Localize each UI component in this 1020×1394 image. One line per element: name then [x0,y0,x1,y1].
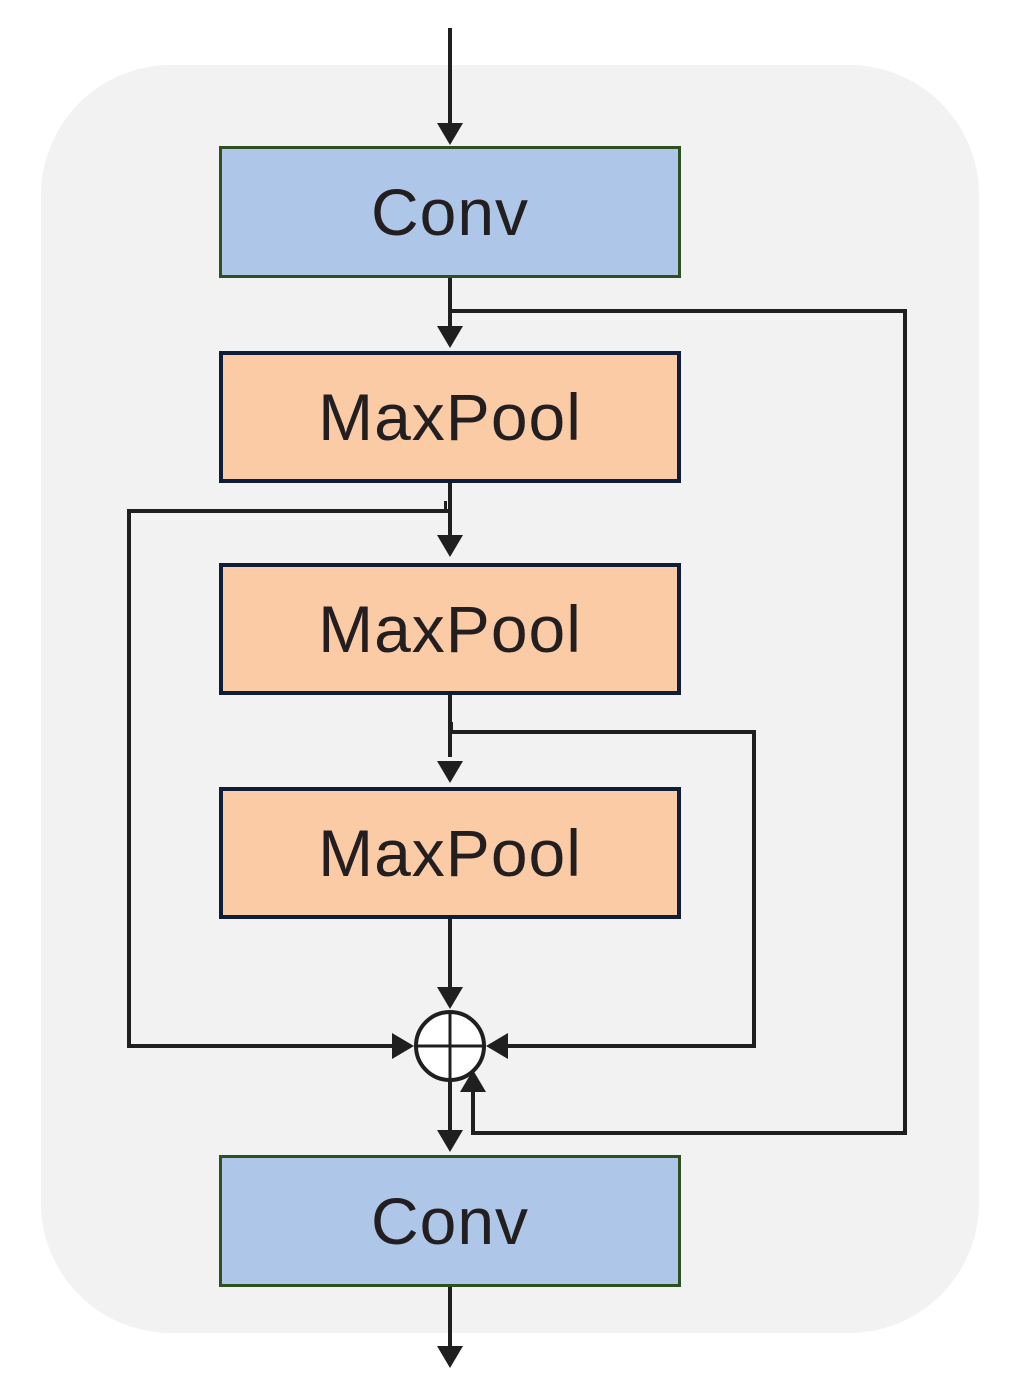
edge-mp3-out-line [448,919,452,995]
node-conv-top: Conv [219,146,681,278]
edge-skip-left-into-line [127,1044,394,1048]
edge-skip-inner-stub [450,722,453,731]
arrowhead-left-icon [486,1033,508,1059]
node-conv-top-label: Conv [370,175,530,249]
edge-skip-outer-up-line [471,1090,475,1135]
edge-conv1-out-line [448,277,452,333]
node-maxpool-3-label: MaxPool [318,816,582,890]
arrowhead-down-icon [437,326,463,348]
arrowhead-down-icon [437,761,463,783]
edge-skip-outer-bottom-line [471,1131,907,1135]
edge-skip-left-top-line [127,509,450,513]
arrowhead-down-icon [437,987,463,1009]
node-maxpool-1-label: MaxPool [318,380,582,454]
arrowhead-down-icon [437,535,463,557]
circle-plus-concat-icon [414,1010,486,1082]
node-maxpool-2: MaxPool [219,563,681,695]
concat-plus-horizontal [418,1044,482,1048]
node-maxpool-2-label: MaxPool [318,592,582,666]
edge-skip-inner-into-line [504,1044,756,1048]
edge-skip-left-side-line [127,509,131,1046]
edge-skip-inner-top-line [450,730,756,734]
edge-concat-out-line [448,1080,452,1134]
edge-skip-outer-right-line [903,309,907,1135]
node-conv-bottom-label: Conv [370,1184,530,1258]
node-maxpool-3: MaxPool [219,787,681,919]
edge-input-line [448,28,452,128]
edge-output-line [448,1286,452,1346]
arrowhead-right-icon [392,1033,414,1059]
arrowhead-down-icon [437,1130,463,1152]
edge-skip-outer-top-line [450,309,907,313]
edge-mp1-out-line [448,483,452,541]
arrowhead-down-icon [437,123,463,145]
node-conv-bottom: Conv [219,1155,681,1287]
arrowhead-down-icon [437,1346,463,1368]
node-maxpool-1: MaxPool [219,351,681,483]
edge-skip-inner-side-line [752,730,756,1048]
edge-skip-left-stub [444,501,447,510]
